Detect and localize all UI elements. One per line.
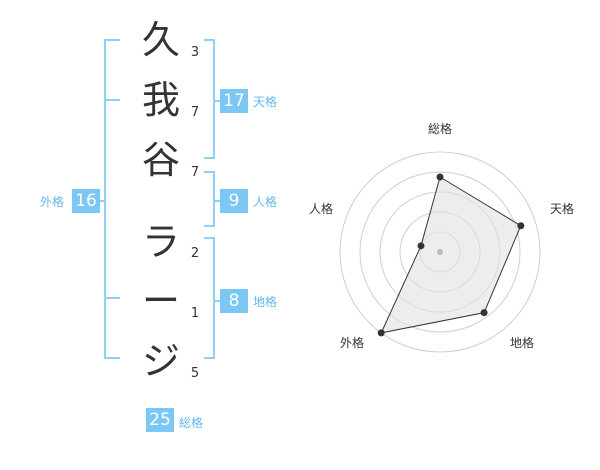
radar-point-1	[436, 173, 444, 181]
radar-axis-label-jinkaku: 人格	[309, 202, 334, 216]
stroke-count-4: 2	[190, 246, 200, 261]
name-char-4: ラ	[141, 220, 180, 264]
stroke-count-2: 7	[190, 105, 200, 120]
radar-ring	[359, 171, 521, 333]
tenkaku-bracket	[204, 39, 215, 159]
chikaku-bracket	[204, 237, 215, 359]
radar-series-area	[380, 176, 522, 334]
radar-center-point	[437, 249, 443, 255]
name-char-3: 谷	[141, 138, 180, 182]
name-char-1: 久	[141, 18, 180, 62]
gaikaku-label: 外格	[40, 195, 65, 209]
radar-axis-label-gaikaku: 外格	[340, 336, 365, 350]
jinkaku-label: 人格	[253, 195, 278, 209]
chikaku-value-badge: 8	[220, 289, 248, 313]
soukaku-value-badge: 25	[146, 408, 174, 432]
soukaku-label: 総格	[179, 416, 204, 430]
tenkaku-label: 天格	[253, 95, 278, 109]
stroke-count-6: 5	[190, 366, 200, 381]
radar-ring	[339, 151, 541, 353]
name-char-6: ジ	[141, 339, 180, 383]
tenkaku-value-badge: 17	[220, 89, 248, 113]
radar-point-3	[480, 309, 488, 317]
stroke-count-5: 1	[190, 306, 200, 321]
radar-axis-label-chikaku: 地格	[510, 336, 535, 350]
stroke-count-3: 7	[190, 165, 200, 180]
gaikaku-bracket	[104, 39, 120, 359]
jinkaku-value-badge: 9	[220, 189, 248, 213]
radar-point-4	[377, 329, 385, 337]
chikaku-label: 地格	[253, 295, 278, 309]
stroke-count-1: 3	[190, 45, 200, 60]
radar-axis-label-soukaku: 総格	[428, 122, 453, 136]
jinkaku-bracket	[204, 171, 215, 227]
radar-axis-label-tenkaku: 天格	[550, 202, 575, 216]
name-char-2: 我	[141, 78, 180, 122]
name-char-5: ー	[141, 279, 180, 323]
gaikaku-value-badge: 16	[72, 189, 100, 213]
radar-point-2	[517, 222, 525, 230]
radar-point-5	[417, 242, 425, 250]
